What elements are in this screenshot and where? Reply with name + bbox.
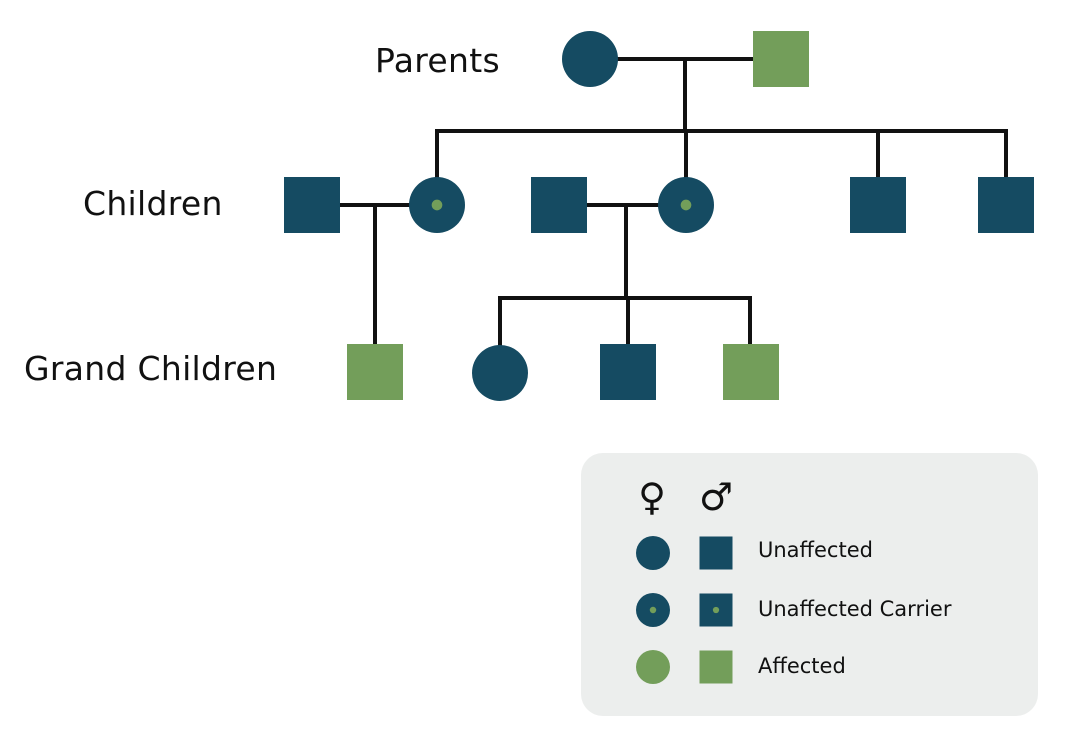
legend-male-affected — [699, 650, 733, 684]
male-square-symbol — [753, 31, 809, 87]
legend-female-affected — [636, 650, 670, 684]
child-6 — [978, 177, 1034, 233]
female-circle-symbol — [562, 31, 618, 87]
male-square-symbol — [531, 177, 587, 233]
male-square-symbol — [850, 177, 906, 233]
generation-label-parents: Parents — [375, 41, 500, 80]
child-2 — [409, 177, 465, 233]
male-square-symbol — [978, 177, 1034, 233]
connector-lines — [338, 57, 1008, 348]
legend-female-carrier — [636, 593, 670, 627]
legend-label-unaffected: Unaffected — [758, 538, 873, 562]
legend-symbols — [636, 536, 733, 684]
male-square-symbol — [699, 650, 733, 684]
child-3 — [531, 177, 587, 233]
male-square-symbol — [600, 344, 656, 400]
child-4 — [658, 177, 714, 233]
generation-label-grandchildren: Grand Children — [24, 349, 278, 388]
parent-2 — [753, 31, 809, 87]
carrier-dot — [712, 606, 720, 614]
female-circle-symbol — [472, 345, 528, 401]
male-square-symbol — [284, 177, 340, 233]
grandchild-1 — [347, 344, 403, 400]
carrier-dot — [649, 606, 657, 614]
legend-female-unaffected — [636, 536, 670, 570]
legend-male-unaffected — [699, 536, 733, 570]
carrier-dot — [680, 199, 692, 211]
parent-1 — [562, 31, 618, 87]
female-circle-symbol — [636, 650, 670, 684]
individuals — [284, 31, 1034, 401]
carrier-dot — [431, 199, 443, 211]
grandchild-4 — [723, 344, 779, 400]
female-circle-symbol — [636, 536, 670, 570]
legend-label-carrier: Unaffected Carrier — [758, 597, 952, 621]
legend-label-affected: Affected — [758, 654, 846, 678]
generation-label-children: Children — [83, 184, 223, 223]
male-square-symbol — [347, 344, 403, 400]
male-square-symbol — [723, 344, 779, 400]
grandchild-2 — [472, 345, 528, 401]
male-square-symbol — [699, 536, 733, 570]
child-1 — [284, 177, 340, 233]
legend-male-carrier — [699, 593, 733, 627]
grandchild-3 — [600, 344, 656, 400]
child-5 — [850, 177, 906, 233]
